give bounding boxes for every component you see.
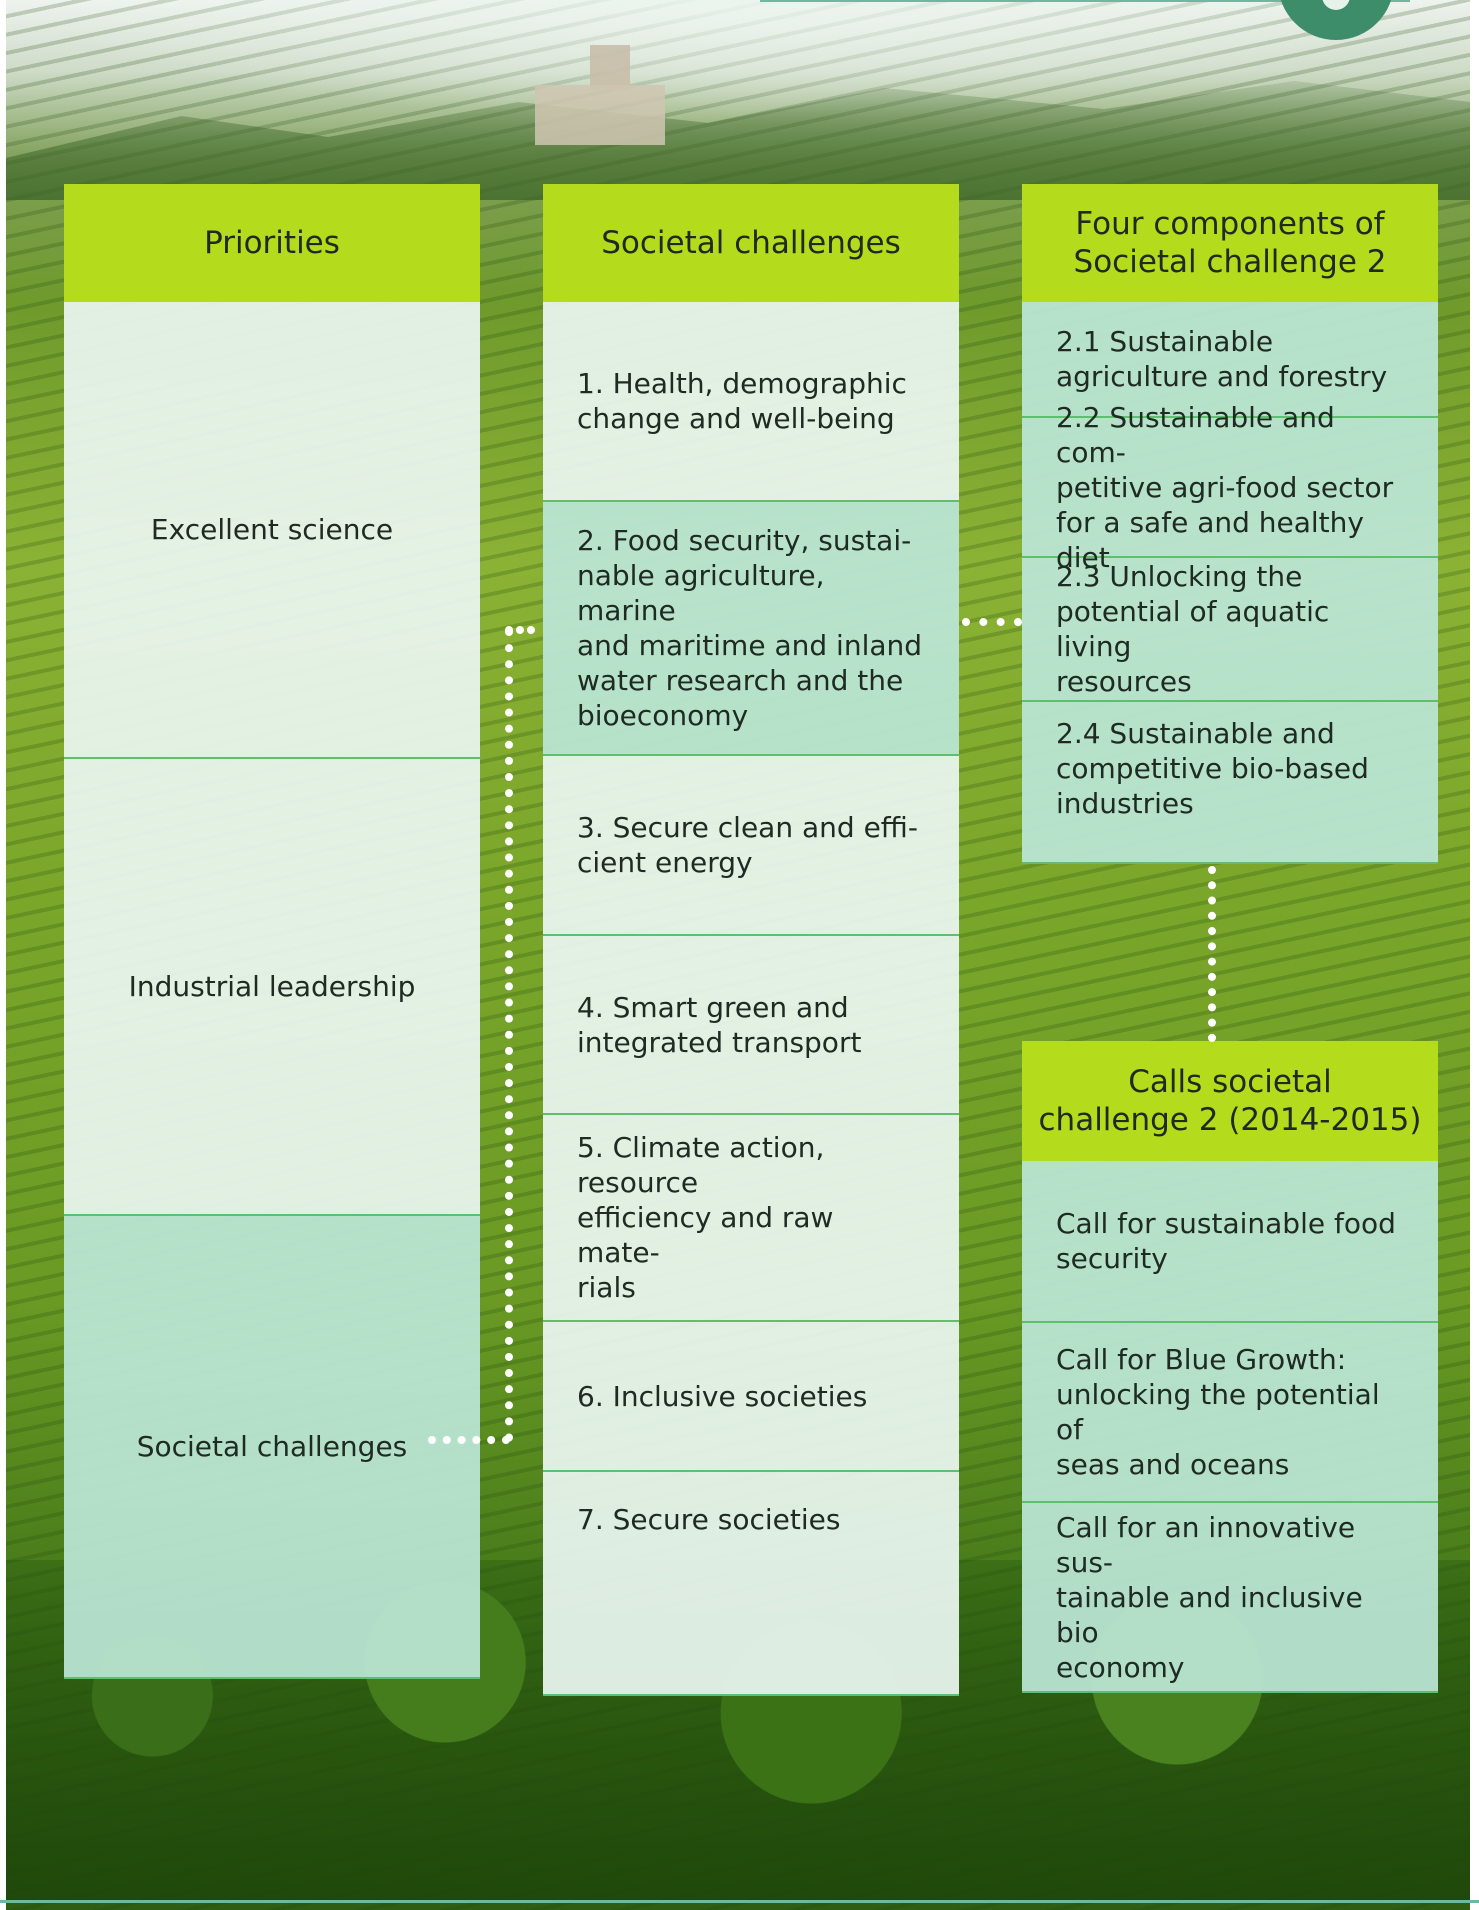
call-item-2: Call for Blue Growth: unlocking the pote… — [1022, 1323, 1438, 1503]
challenge-item-2: 2. Food security, sustai- nable agricult… — [543, 502, 959, 756]
challenge-item-7: 7. Secure societies — [543, 1472, 959, 1696]
villa-tower — [590, 45, 630, 90]
challenge-item-4: 4. Smart green and integrated transport — [543, 936, 959, 1115]
component-item-1: 2.1 Sustainable agriculture and forestry — [1022, 302, 1438, 418]
challenge-item-5: 5. Climate action, resource efficiency a… — [543, 1115, 959, 1322]
calls-header: Calls societal challenge 2 (2014-2015) — [1022, 1041, 1438, 1161]
component-item-3: 2.3 Unlocking the potential of aquatic l… — [1022, 558, 1438, 702]
challenges-header: Societal challenges — [543, 184, 959, 302]
bottom-frame-line — [0, 1900, 1479, 1903]
component-item-4: 2.4 Sustainable and competitive bio-base… — [1022, 702, 1438, 864]
challenges-column: Societal challenges 1. Health, demograph… — [543, 184, 959, 1696]
challenges-title: Societal challenges — [601, 225, 901, 261]
priority-societal-challenges: Societal challenges — [64, 1216, 480, 1679]
components-column: Four components of Societal challenge 2 … — [1022, 184, 1438, 864]
connector-vertical-left — [505, 628, 521, 1442]
challenge-item-3: 3. Secure clean and effi- cient energy — [543, 756, 959, 936]
challenge-item-1: 1. Health, demographic change and well-b… — [543, 302, 959, 502]
connector-priority-to-challenges — [428, 1436, 510, 1452]
villa — [535, 85, 665, 145]
connector-components-to-calls — [1208, 866, 1224, 1042]
components-title: Four components of Societal challenge 2 — [1073, 206, 1387, 280]
components-header: Four components of Societal challenge 2 — [1022, 184, 1438, 302]
priorities-header: Priorities — [64, 184, 480, 302]
call-item-3: Call for an innovative sus- tainable and… — [1022, 1503, 1438, 1693]
priority-excellent-science: Excellent science — [64, 302, 480, 759]
challenge-item-6: 6. Inclusive societies — [543, 1322, 959, 1472]
priority-industrial-leadership: Industrial leadership — [64, 759, 480, 1216]
component-item-2: 2.2 Sustainable and com- petitive agri-f… — [1022, 401, 1438, 574]
connector-challenge-2-to-components — [962, 618, 1022, 634]
calls-title: Calls societal challenge 2 (2014-2015) — [1038, 1064, 1422, 1138]
priorities-title: Priorities — [204, 225, 340, 261]
priorities-column: Priorities Excellent science Industrial … — [64, 184, 480, 1679]
connector-to-challenge-2 — [505, 626, 535, 642]
calls-column: Calls societal challenge 2 (2014-2015) C… — [1022, 1041, 1438, 1693]
call-item-1: Call for sustainable food security — [1022, 1161, 1438, 1323]
top-frame-line — [760, 0, 1410, 2]
